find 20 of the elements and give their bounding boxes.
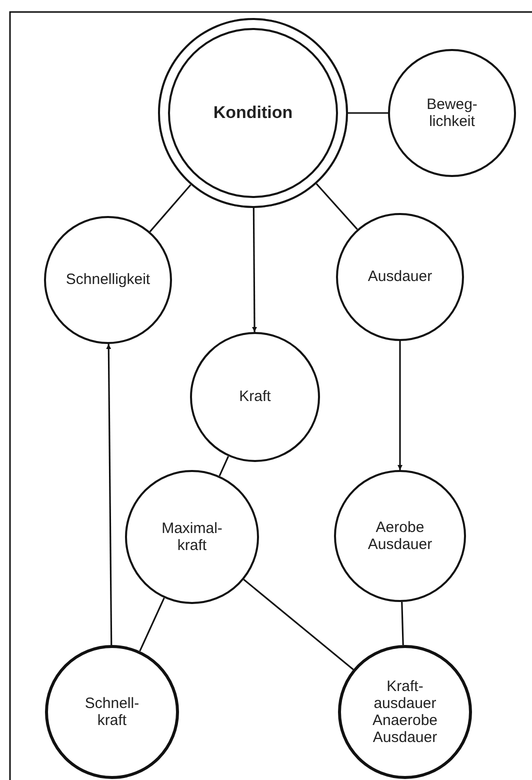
node-label: Schnelligkeit (66, 271, 150, 289)
arrow (398, 341, 402, 470)
arrow (106, 344, 112, 646)
node-label: Ausdauer (368, 268, 432, 286)
node-label: Anaerobe Ausdauer (372, 712, 438, 746)
node-label: Maximal- kraft (162, 520, 222, 554)
connector-line (401, 602, 404, 646)
node-label: Kraft (239, 388, 271, 406)
connector-line (243, 578, 354, 670)
connector-line (139, 598, 165, 652)
arrow (252, 208, 257, 332)
node-title: Kondition (213, 103, 293, 123)
connector-line (348, 112, 388, 114)
node-label: Beweg- lichkeit (426, 96, 478, 130)
connector-line (218, 456, 230, 476)
connector-line (149, 184, 192, 232)
node-label: Aerobe Ausdauer (368, 518, 432, 554)
node-label: Kraft- ausdauer (374, 678, 436, 712)
connector-line (316, 183, 358, 230)
node-label: Schnell- kraft (84, 694, 140, 730)
